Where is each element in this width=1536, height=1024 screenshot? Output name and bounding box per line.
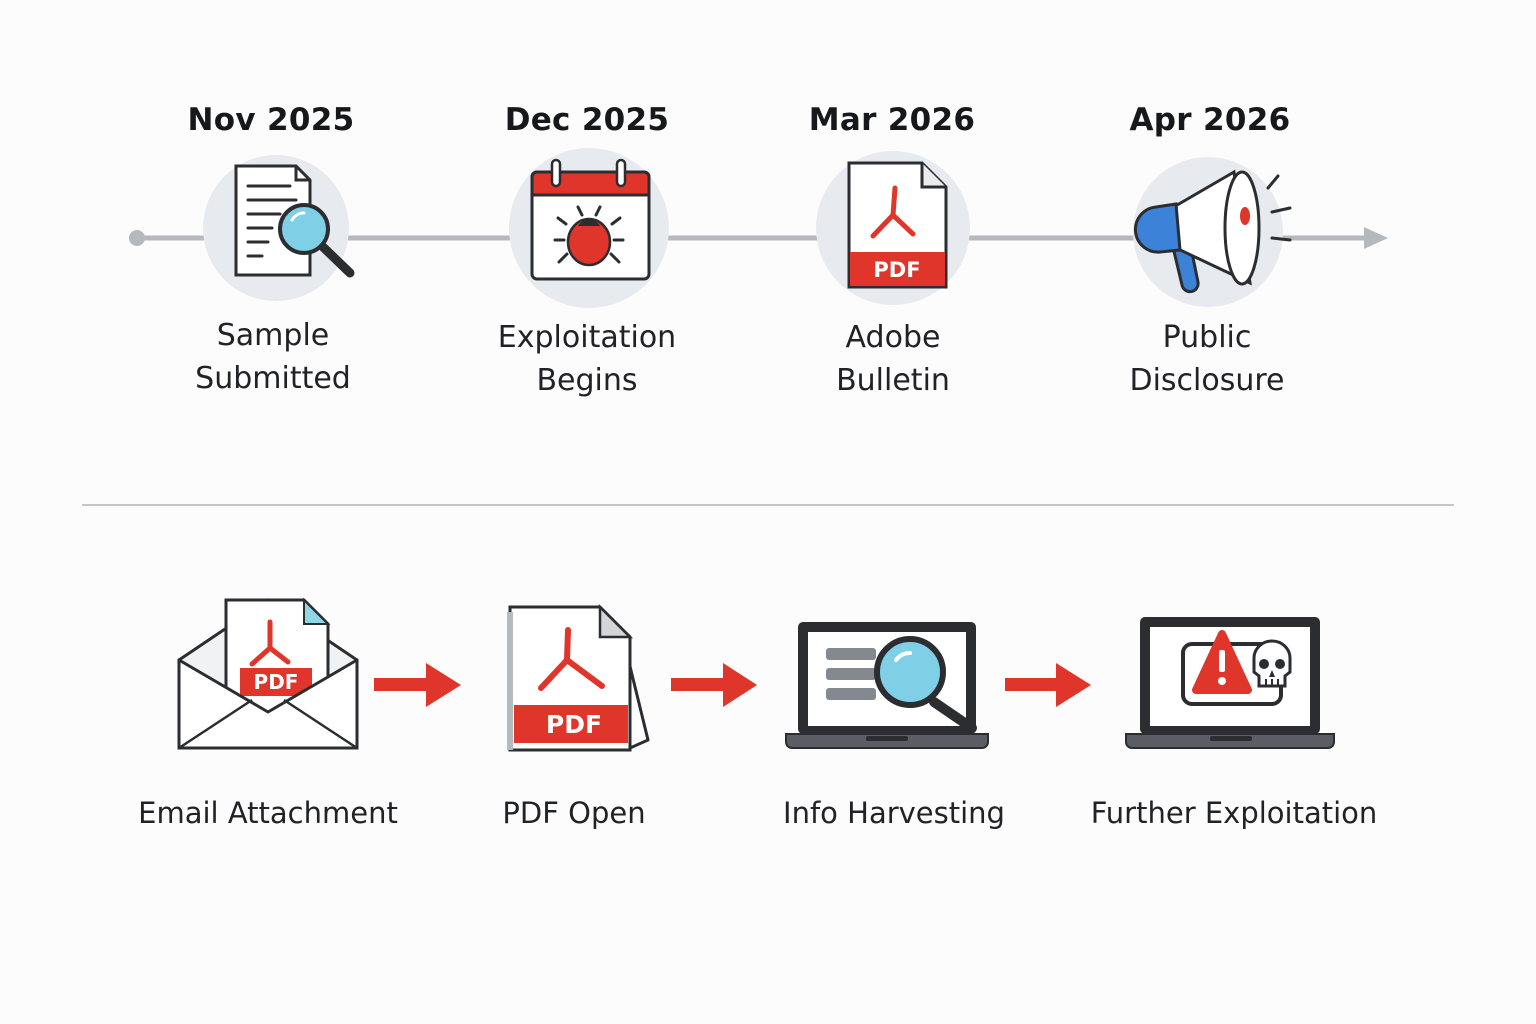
milestone-label-line: Exploitation xyxy=(497,320,677,355)
pdf-badge-text: PDF xyxy=(546,710,602,739)
laptop-alert-skull-icon xyxy=(1125,617,1335,749)
milestone-label-line: Disclosure xyxy=(1129,363,1285,398)
megaphone-icon xyxy=(1133,157,1292,307)
milestone-label-line: Submitted xyxy=(195,361,351,396)
flow-step-label: Email Attachment xyxy=(138,796,398,830)
milestone-label-line: Bulletin xyxy=(836,363,950,398)
milestone-label: Public Disclosure xyxy=(1057,316,1357,402)
pdf-badge-text: PDF xyxy=(254,670,299,694)
milestone-label-line: Begins xyxy=(536,363,638,398)
milestone-label: Sample Submitted xyxy=(123,314,423,400)
envelope-pdf-icon: PDF xyxy=(177,597,359,750)
milestone-label-line: Public xyxy=(1162,320,1252,355)
document-magnifier-icon xyxy=(203,155,355,301)
laptop-magnifier-icon xyxy=(785,622,989,749)
milestone-label-line: Adobe xyxy=(845,320,941,355)
calendar-bug-icon xyxy=(509,148,669,308)
milestone-date: Dec 2025 xyxy=(504,102,670,138)
flow-step-label: Info Harvesting xyxy=(783,796,1005,830)
flow-arrow xyxy=(374,663,461,707)
pdf-badge-text: PDF xyxy=(873,258,920,282)
milestone-date: Mar 2026 xyxy=(808,102,976,138)
flow-arrow xyxy=(671,663,757,707)
milestone-date: Apr 2026 xyxy=(1129,102,1291,138)
pdf-file-icon: PDF xyxy=(507,603,650,752)
milestone-date: Nov 2025 xyxy=(187,102,355,138)
pdf-document-icon: PDF xyxy=(816,151,970,305)
milestone-label-line: Sample xyxy=(216,318,330,353)
flow-arrow xyxy=(1005,663,1091,707)
flow-step-label: Further Exploitation xyxy=(1090,796,1378,830)
milestone-label: Exploitation Begins xyxy=(437,316,737,402)
milestone-label: Adobe Bulletin xyxy=(743,316,1043,402)
flow-step-label: PDF Open xyxy=(502,796,646,830)
